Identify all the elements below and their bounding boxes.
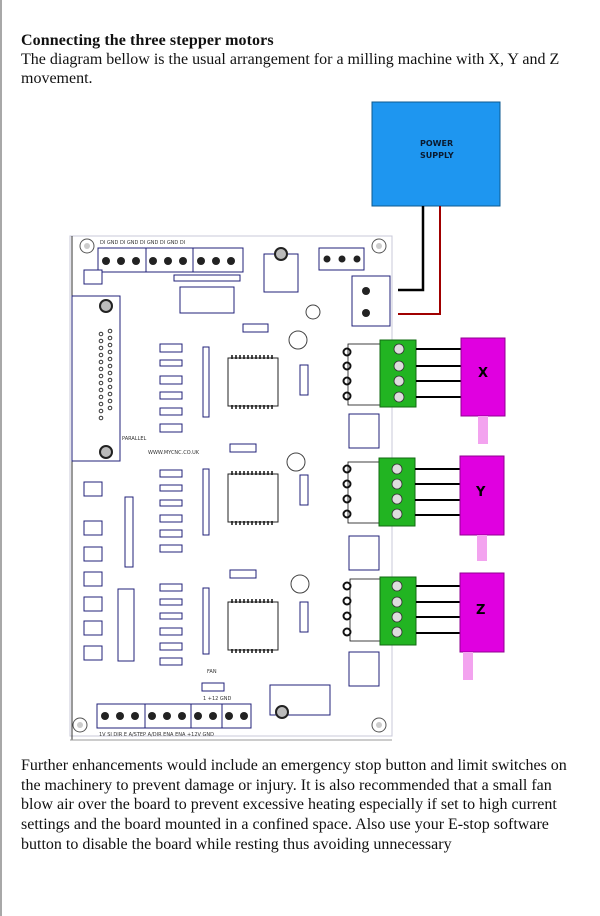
power-supply-label-1: POWER <box>420 139 453 148</box>
motor-z-label: Z <box>476 603 485 618</box>
section-heading: Connecting the three stepper motors <box>21 32 274 49</box>
power-wires <box>398 206 441 315</box>
fan-pins-label: 1 +12 GND <box>203 696 232 702</box>
motor-x-label: X <box>478 366 488 381</box>
intro-text: The diagram bellow is the usual arrangem… <box>21 51 560 87</box>
website-label: WWW.MYCNC.CO.UK <box>148 450 200 456</box>
motor-y-assembly: Y <box>378 455 505 561</box>
motor-x <box>460 337 506 417</box>
power-supply: POWER SUPPLY <box>371 101 501 207</box>
motor-z-shaft <box>463 652 473 680</box>
fan-label: FAN <box>207 669 217 675</box>
motor-z <box>459 572 505 653</box>
motor-z-assembly: Z <box>379 572 505 680</box>
power-supply-label-2: SUPPLY <box>420 151 454 160</box>
top-terminal-labels: DI GND DI GND DI GND DI GND DI <box>100 240 185 246</box>
motor-y-label: Y <box>475 485 486 500</box>
parallel-label: PARALLEL <box>122 436 147 442</box>
page-left-border <box>0 0 2 916</box>
motor-y-shaft <box>477 535 487 561</box>
controller-board: DI GND DI GND DI GND DI GND DI PARALLEL … <box>69 235 393 741</box>
body-paragraph: Further enhancements would include an em… <box>21 757 567 853</box>
motor-x-assembly: X <box>379 337 506 444</box>
motor-x-shaft <box>478 416 488 444</box>
bottom-terminal-labels: 1V SI DIR E A/STEP A/DIR ENA ENA +12V GN… <box>99 732 214 738</box>
